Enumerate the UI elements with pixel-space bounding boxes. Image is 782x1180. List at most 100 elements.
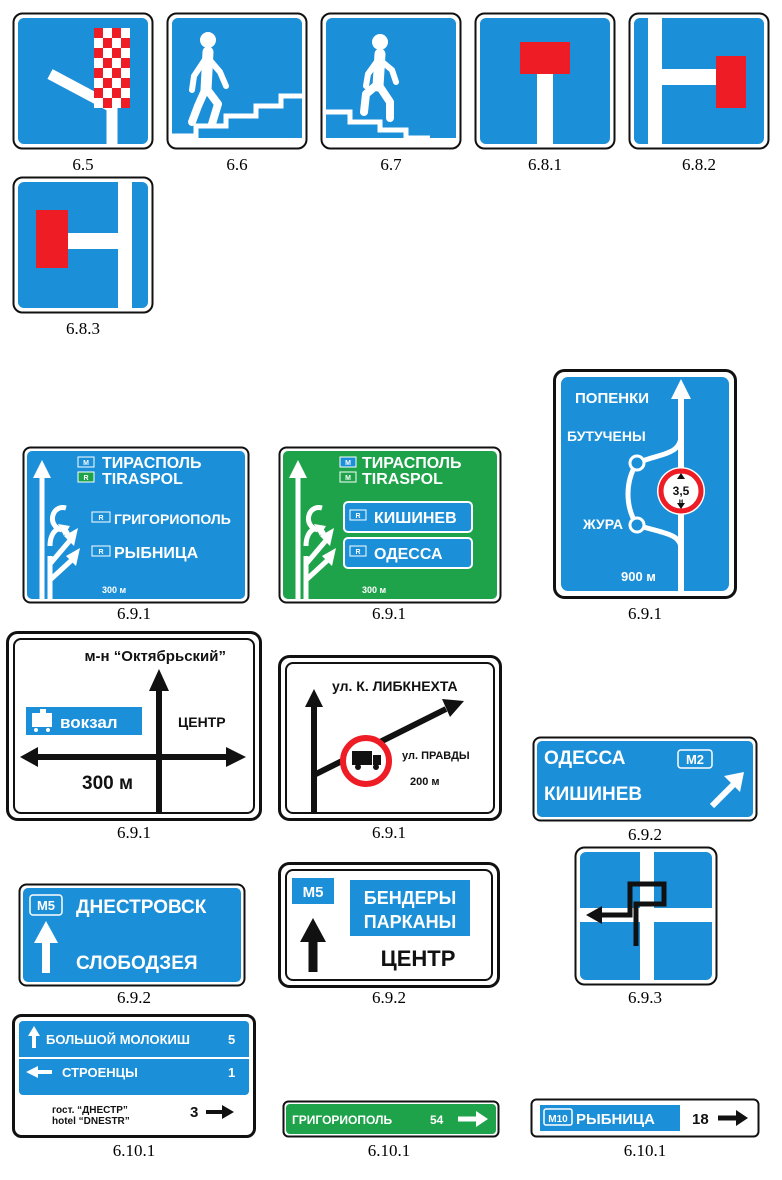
arrow-left-icon: [586, 906, 602, 924]
sign-6-10-1-list: БОЛЬШОЙ МОЛОКИШ 5 СТРОЕНЦЫ 1 гост. “ДНЕС…: [12, 1014, 256, 1138]
sign-6-9-1-station: м-н “Октябрьский” вокзал ЦЕНТР 300 м: [6, 631, 262, 821]
sign-6-6: [166, 12, 308, 150]
caption-6-8-2: 6.8.2: [682, 155, 716, 174]
svg-text:РЫБНИЦА: РЫБНИЦА: [114, 545, 199, 562]
svg-text:ПОПЕНКИ: ПОПЕНКИ: [575, 390, 649, 407]
arrow-up-icon: [28, 1026, 40, 1036]
svg-text:ГРИГОРИОПОЛЬ: ГРИГОРИОПОЛЬ: [292, 1113, 392, 1127]
svg-text:M: M: [83, 460, 89, 467]
arrow-left-icon: [20, 747, 38, 767]
svg-text:M5: M5: [37, 898, 55, 913]
caption-6-10-1-b: 6.10.1: [367, 1141, 411, 1160]
sign-6-9-2-odessa: ОДЕССА КИШИНЕВ M2: [532, 736, 758, 822]
svg-text:м-н “Октябрьский”: м-н “Октябрьский”: [84, 648, 226, 665]
checker-block: [94, 28, 130, 108]
sign-6-10-1-rybnitsa: M10 РЫБНИЦА 18: [530, 1098, 760, 1138]
pedestrian-icon: [188, 32, 229, 128]
svg-text:ГРИГОРИОПОЛЬ: ГРИГОРИОПОЛЬ: [114, 511, 231, 527]
svg-text:M: M: [345, 460, 351, 467]
arrow-up-right-icon: [724, 772, 744, 792]
svg-text:КИШИНЕВ: КИШИНЕВ: [544, 784, 642, 805]
sign-6-9-1-truck: ул. К. ЛИБКНЕХТА ул. ПРАВДЫ 200 м: [278, 655, 502, 821]
caption-6-9-2-c: 6.9.2: [372, 988, 406, 1007]
svg-text:M5: M5: [303, 884, 324, 901]
svg-text:ОДЕССА: ОДЕССА: [544, 748, 626, 769]
arrow-up-icon: [305, 689, 323, 707]
svg-text:БЕНДЕРЫ: БЕНДЕРЫ: [364, 888, 456, 908]
svg-text:900 м: 900 м: [621, 569, 656, 584]
svg-text:5: 5: [228, 1032, 235, 1047]
svg-text:ул. К. ЛИБКНЕХТА: ул. К. ЛИБКНЕХТА: [332, 678, 458, 694]
stairs-up-icon: [326, 109, 430, 141]
u-turn-icon: [50, 505, 67, 533]
svg-text:200 м: 200 м: [410, 776, 440, 788]
svg-text:R: R: [355, 513, 360, 520]
svg-text:18: 18: [692, 1111, 709, 1128]
svg-text:ЦЕНТР: ЦЕНТР: [178, 714, 226, 730]
svg-text:hotel “DNESTR”: hotel “DNESTR”: [52, 1116, 130, 1127]
no-trucks-icon: [340, 735, 392, 787]
height-limit-icon: 3,5 м: [657, 467, 705, 515]
sign-6-9-2-dnestrovsk: M5 ДНЕСТРОВСК СЛОБОДЗЕЯ: [18, 883, 246, 987]
svg-text:M10: M10: [548, 1114, 568, 1125]
sign-6-5: [12, 12, 154, 150]
arrow-up-icon: [149, 669, 169, 691]
svg-text:СЛОБОДЗЕЯ: СЛОБОДЗЕЯ: [76, 953, 198, 974]
arrow-up-icon: [671, 379, 691, 399]
train-icon: [32, 709, 52, 732]
arrow-up-right-icon: [442, 699, 464, 717]
caption-6-8-3: 6.8.3: [66, 319, 100, 338]
caption-6-9-3: 6.9.3: [628, 988, 662, 1007]
svg-text:1: 1: [228, 1065, 235, 1080]
sign-6-9-1-blue: M ТИРАСПОЛЬ R TIRASPOL R ГРИГОРИОПОЛЬ R …: [22, 446, 250, 604]
arrow-right-icon: [226, 747, 246, 767]
svg-text:ЦЕНТР: ЦЕНТР: [381, 946, 456, 971]
caption-6-10-1-a: 6.10.1: [112, 1141, 156, 1160]
caption-6-7: 6.7: [380, 155, 402, 174]
svg-text:R: R: [355, 549, 360, 556]
svg-text:гост. “ДНЕСТР”: гост. “ДНЕСТР”: [52, 1105, 128, 1116]
svg-text:TIRASPOL: TIRASPOL: [102, 471, 183, 488]
svg-text:ДНЕСТРОВСК: ДНЕСТРОВСК: [76, 897, 207, 918]
sign-6-9-3: [574, 846, 718, 986]
arrow-right-icon: [222, 1105, 234, 1119]
sign-6-9-1-tall: 3,5 м ПОПЕНКИ БУТУЧЕНЫ ЖУРА 900 м: [553, 369, 737, 599]
arrow-right-icon: [736, 1110, 748, 1126]
svg-text:300 м: 300 м: [102, 585, 127, 595]
svg-text:3,5: 3,5: [673, 484, 690, 498]
svg-text:ОДЕССА: ОДЕССА: [374, 546, 443, 563]
arrow-left-icon: [26, 1066, 38, 1078]
svg-text:300 м: 300 м: [362, 585, 387, 595]
sign-6-7: [320, 12, 462, 150]
svg-text:3: 3: [190, 1104, 198, 1121]
caption-6-5: 6.5: [72, 155, 94, 174]
svg-text:R: R: [98, 549, 103, 556]
caption-6-9-1-a: 6.9.1: [117, 604, 151, 623]
svg-text:м: м: [679, 499, 684, 505]
svg-text:R: R: [98, 515, 103, 522]
svg-text:R: R: [83, 475, 88, 482]
caption-6-9-2-a: 6.9.2: [628, 825, 662, 844]
pedestrian-icon: [360, 34, 399, 122]
sign-6-8-3: [12, 176, 154, 314]
sign-6-9-2-bendery: M5 БЕНДЕРЫ ПАРКАНЫ ЦЕНТР: [278, 862, 500, 988]
arrow-up-icon: [300, 918, 326, 942]
caption-6-9-1-e: 6.9.1: [372, 823, 406, 842]
sign-6-9-1-green: M ТИРАСПОЛЬ M TIRASPOL R КИШИНЕВ R ОДЕСС…: [278, 446, 502, 604]
arrow-up-icon: [33, 460, 51, 478]
svg-text:БОЛЬШОЙ МОЛОКИШ: БОЛЬШОЙ МОЛОКИШ: [46, 1032, 190, 1047]
svg-text:ПАРКАНЫ: ПАРКАНЫ: [364, 912, 457, 932]
caption-6-9-2-b: 6.9.2: [117, 988, 151, 1007]
svg-text:РЫБНИЦА: РЫБНИЦА: [576, 1111, 655, 1128]
arrow-up-icon: [34, 921, 58, 943]
svg-text:вокзал: вокзал: [60, 713, 118, 732]
caption-6-9-1-b: 6.9.1: [372, 604, 406, 623]
svg-text:БУТУЧЕНЫ: БУТУЧЕНЫ: [567, 428, 646, 444]
sign-6-10-1-grigoriopol: ГРИГОРИОПОЛЬ 54: [282, 1100, 500, 1138]
sign-6-8-1: [474, 12, 616, 150]
svg-text:300 м: 300 м: [82, 773, 133, 794]
caption-6-6: 6.6: [226, 155, 248, 174]
svg-text:СТРОЕНЦЫ: СТРОЕНЦЫ: [62, 1065, 138, 1080]
svg-text:ЖУРА: ЖУРА: [582, 516, 623, 532]
svg-text:ТИРАСПОЛЬ: ТИРАСПОЛЬ: [362, 455, 462, 472]
